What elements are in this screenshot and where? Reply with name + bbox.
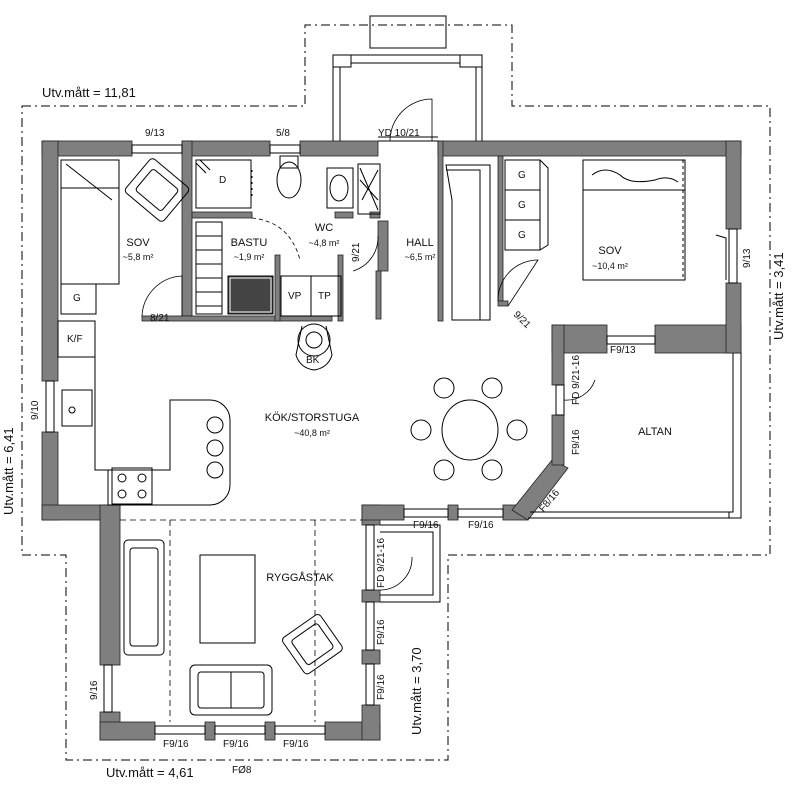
footer-fo8: FØ8 bbox=[232, 765, 252, 776]
dimension-left: Utv.mått = 6,41 bbox=[1, 427, 16, 515]
window-label-910: 9/10 bbox=[30, 400, 41, 420]
porch-entrance bbox=[332, 15, 483, 142]
doors bbox=[141, 217, 596, 591]
room-ryggastak-name: RYGGÅSTAK bbox=[266, 572, 334, 584]
fixture-label-kf: K/F bbox=[67, 334, 83, 345]
sov-left-furniture bbox=[60, 158, 190, 315]
dimension-right-lower: Utv.mått = 3,70 bbox=[409, 647, 424, 735]
kitchen-fixtures bbox=[57, 320, 333, 506]
fixture-label-g-left: G bbox=[73, 293, 81, 304]
outer-dimension-outline bbox=[21, 24, 771, 761]
room-altan-name: ALTAN bbox=[638, 426, 672, 438]
room-kok-name: KÖK/STORSTUGA bbox=[264, 412, 360, 424]
room-kok-area: ~40,8 m² bbox=[294, 428, 330, 438]
dimension-top: Utv.mått = 11,81 bbox=[42, 85, 136, 100]
window-label-f916-d: F9/16 bbox=[376, 619, 387, 645]
door-label-yd: YD 10/21 bbox=[378, 128, 420, 139]
dimension-right: Utv.mått = 3,41 bbox=[771, 252, 786, 340]
door-label-fd-ryggastak: FD 9/21-16 bbox=[376, 537, 387, 588]
door-label-fd-altan: FD 9/21-16 bbox=[571, 354, 582, 405]
walls bbox=[41, 140, 742, 741]
window-label-913-top: 9/13 bbox=[145, 128, 165, 139]
sov-right-furniture bbox=[504, 159, 727, 281]
door-label-821: 8/21 bbox=[150, 313, 170, 324]
room-hall-name: HALL bbox=[406, 237, 434, 249]
fixture-label-bk: BK bbox=[306, 355, 320, 366]
room-sov-left-area: ~5,8 m² bbox=[122, 252, 154, 262]
room-bastu-area: ~1,9 m² bbox=[233, 252, 265, 262]
extension-porch bbox=[380, 524, 441, 603]
altan-deck bbox=[528, 353, 742, 519]
ryggastak-furniture bbox=[123, 539, 343, 716]
fixture-label-tp: TP bbox=[318, 291, 331, 302]
bastu-fixtures bbox=[195, 159, 274, 315]
room-wc-name: WC bbox=[314, 222, 334, 234]
windows bbox=[45, 144, 738, 735]
hall-fixtures bbox=[445, 164, 491, 321]
room-bastu-name: BASTU bbox=[230, 237, 268, 249]
window-label-58: 5/8 bbox=[276, 128, 290, 139]
window-label-916-left: 9/16 bbox=[89, 680, 100, 700]
room-hall-area: ~6,5 m² bbox=[404, 252, 436, 262]
room-sov-right-name: SOV bbox=[598, 245, 622, 257]
fixture-label-d: D bbox=[219, 175, 227, 186]
door-label-921-wc: 9/21 bbox=[351, 242, 362, 262]
window-label-f916-g: F9/16 bbox=[223, 739, 249, 750]
fixture-label-vp: VP bbox=[288, 291, 302, 302]
fixture-label-g-1: G bbox=[518, 170, 526, 181]
room-wc-area: ~4,8 m² bbox=[308, 238, 340, 248]
ryggastak-dashed bbox=[120, 519, 362, 722]
fixture-label-g-3: G bbox=[518, 230, 526, 241]
window-label-f913: F9/13 bbox=[610, 345, 636, 356]
window-label-f916-c: F9/16 bbox=[468, 520, 494, 531]
window-label-f916-f: F9/16 bbox=[163, 739, 189, 750]
window-label-f916-altan: F9/16 bbox=[571, 429, 582, 455]
dining-table bbox=[410, 377, 528, 481]
room-sov-left-name: SOV bbox=[126, 237, 150, 249]
fixture-label-g-2: G bbox=[518, 200, 526, 211]
wc-fixtures bbox=[251, 155, 381, 317]
window-label-f916-e: F9/16 bbox=[376, 674, 387, 700]
dimension-bottom: Utv.mått = 4,61 bbox=[106, 765, 194, 780]
window-label-f916-h: F9/16 bbox=[283, 739, 309, 750]
window-label-f916-b: F9/16 bbox=[413, 520, 439, 531]
window-label-913-right: 9/13 bbox=[742, 248, 753, 268]
room-sov-right-area: ~10,4 m² bbox=[592, 261, 628, 271]
